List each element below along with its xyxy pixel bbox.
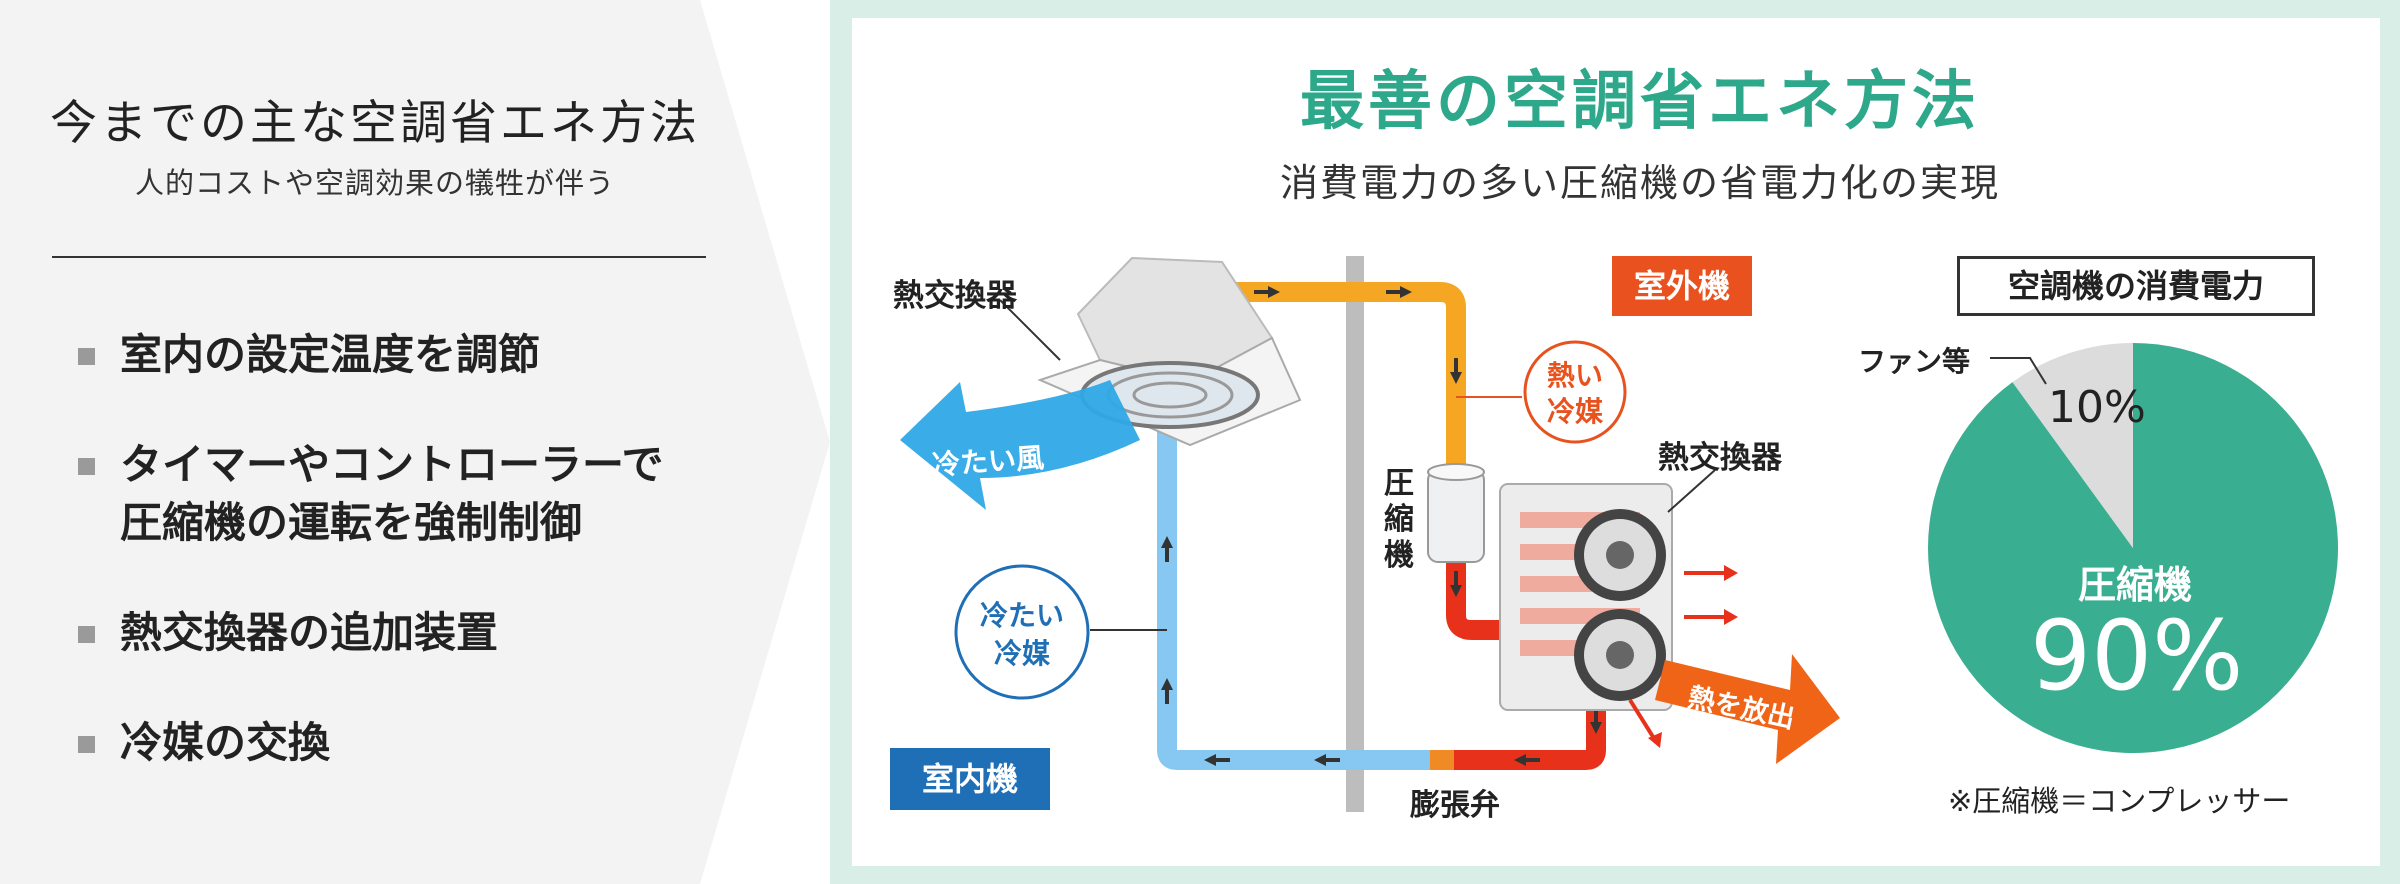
cold-refrigerant-circle xyxy=(954,564,1090,700)
hot-refrigerant-line2: 冷媒 xyxy=(1546,395,1603,428)
main-subtitle: 消費電力の多い圧縮機の省電力化の実現 xyxy=(1279,161,2000,205)
compressor-char1: 圧 xyxy=(1384,466,1414,501)
list-item-text: 熱交換器の追加装置 xyxy=(120,608,499,657)
left-subtitle: 人的コストや空調効果の犠牲が伴う xyxy=(134,166,615,200)
compressed-pipe xyxy=(1446,560,1520,640)
heat-release-arrow xyxy=(1655,654,1840,764)
outdoor-hx-label: 熱交換器 xyxy=(1658,440,1782,476)
cold-wind-arrow xyxy=(900,380,1140,510)
compressor-char3: 機 xyxy=(1384,538,1414,573)
compressor-pie-label: 圧縮機 xyxy=(2077,563,2192,607)
hot-refrigerant-label: 熱い 冷媒 xyxy=(1540,358,1610,430)
hot-refrigerant-line1: 熱い xyxy=(1546,359,1603,392)
list-item: タイマーやコントローラーで 圧縮機の運転を強制制御 xyxy=(78,436,663,552)
fan-leader-line xyxy=(1990,357,2047,385)
bullet-square-icon xyxy=(78,458,95,475)
cold-pipe xyxy=(1157,285,1435,770)
expansion-valve xyxy=(1430,750,1454,770)
compressor xyxy=(1427,463,1485,563)
list-item: 熱交換器の追加装置 xyxy=(78,604,663,662)
outdoor-unit-tag: 室外機 xyxy=(1612,256,1752,316)
left-title: 今までの主な空調省エネ方法 xyxy=(50,96,700,151)
bullet-square-icon xyxy=(78,736,95,753)
bullet-square-icon xyxy=(78,348,95,365)
indoor-hx-label: 熱交換器 xyxy=(893,278,1017,314)
cold-refrigerant-line1: 冷たい xyxy=(979,599,1064,632)
bullet-square-icon xyxy=(78,626,95,643)
flow-arrows xyxy=(1161,286,1602,766)
outdoor-unit xyxy=(1499,483,1673,711)
indoor-cassette-unit xyxy=(1037,256,1302,447)
list-item: 冷媒の交換 xyxy=(78,714,663,772)
cold-refrigerant-label: 冷たい 冷媒 xyxy=(972,597,1072,673)
expansion-valve-label: 膨張弁 xyxy=(1410,788,1500,823)
hot-pipe xyxy=(1185,282,1466,470)
main-title: 最善の空調省エネ方法 xyxy=(1300,64,1980,139)
pie-slice-fan xyxy=(2012,343,2133,548)
pie-title: 空調機の消費電力 xyxy=(1957,256,2315,316)
list-item-text-line2: 圧縮機の運転を強制制御 xyxy=(120,498,583,547)
post-valve-pipe xyxy=(1454,700,1606,770)
list-item-text: 冷媒の交換 xyxy=(120,718,331,767)
callout-lines xyxy=(999,299,1716,631)
divider xyxy=(52,256,706,258)
fan-value: 10% xyxy=(2048,382,2146,433)
list-item-text: 室内の設定温度を調節 xyxy=(120,330,541,379)
fan-label: ファン等 xyxy=(1858,345,1971,378)
heat-arrows xyxy=(1628,565,1738,748)
method-list: 室内の設定温度を調節 タイマーやコントローラーで 圧縮機の運転を強制制御 熱交換… xyxy=(78,326,663,772)
left-panel: 今までの主な空調省エネ方法 人的コストや空調効果の犠牲が伴う 室内の設定温度を調… xyxy=(0,0,830,884)
list-item-text: タイマーやコントローラーで xyxy=(120,440,664,489)
cold-refrigerant-line2: 冷媒 xyxy=(993,637,1050,670)
compressor-label: 圧 縮 機 xyxy=(1382,466,1416,574)
left-panel-background xyxy=(0,0,830,884)
compressor-pie-value: 90% xyxy=(2030,600,2244,712)
compressor-char2: 縮 xyxy=(1384,502,1414,537)
indoor-unit-tag: 室内機 xyxy=(890,748,1050,810)
wall xyxy=(1346,256,1364,812)
footnote: ※圧縮機＝コンプレッサー xyxy=(1948,784,2291,818)
hot-refrigerant-circle xyxy=(1523,340,1627,444)
list-item: 室内の設定温度を調節 xyxy=(78,326,663,384)
